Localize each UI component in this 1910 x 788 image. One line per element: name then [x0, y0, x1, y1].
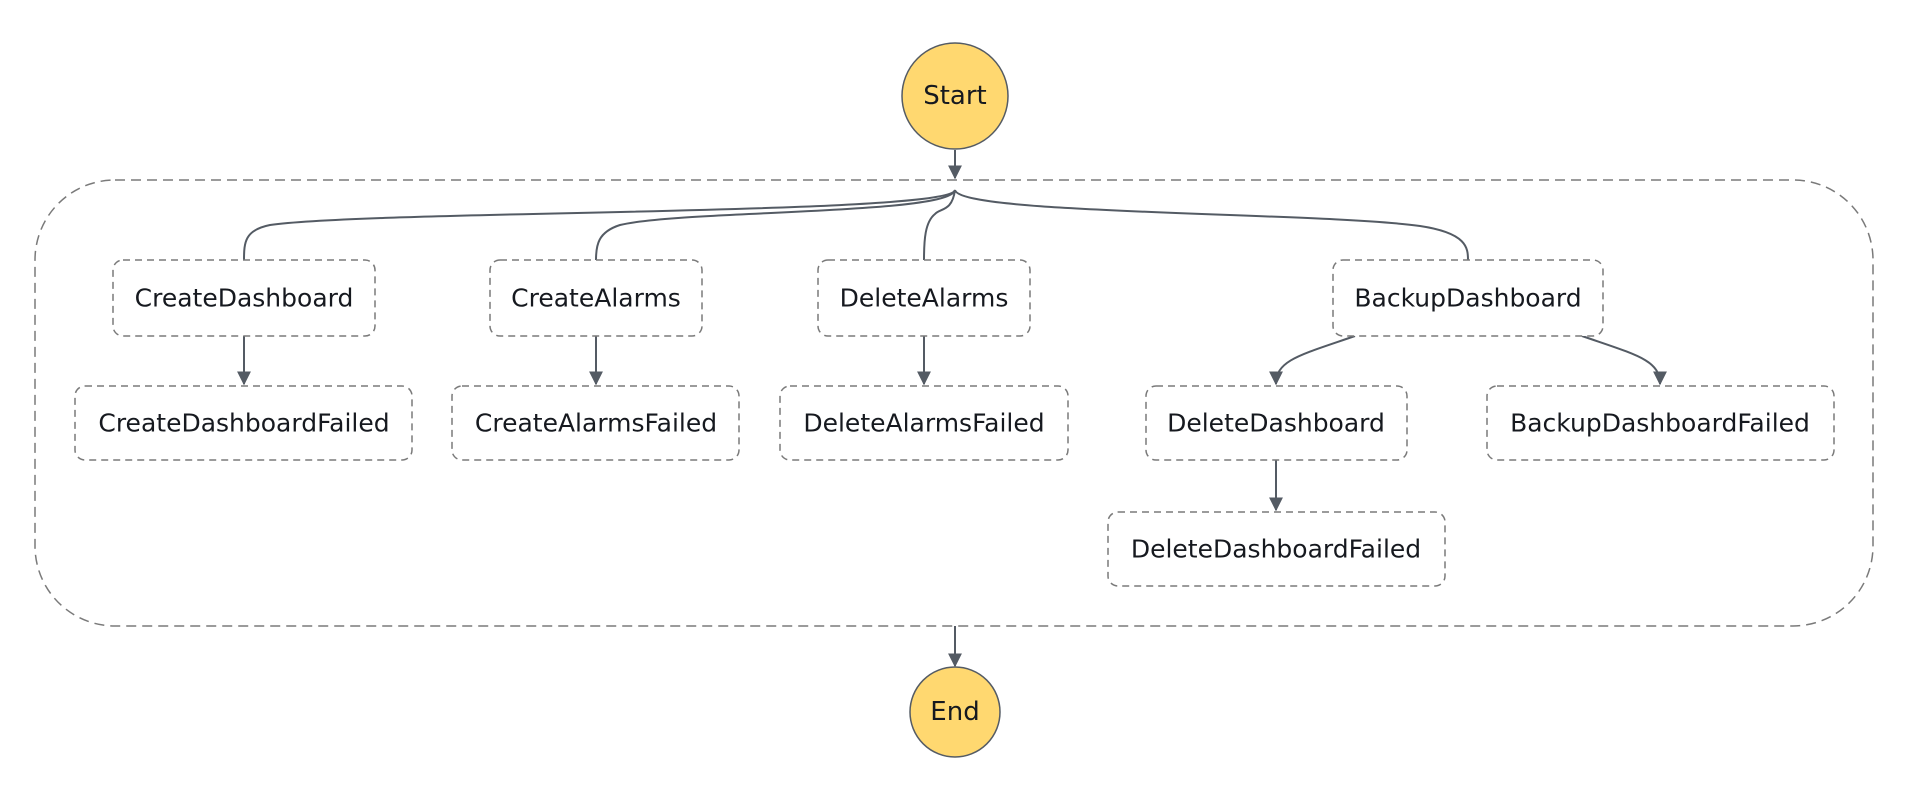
- state-label: DeleteDashboardFailed: [1131, 535, 1421, 564]
- state-box: [779, 385, 1069, 461]
- state-label: DeleteDashboard: [1167, 409, 1385, 438]
- state-box: [1486, 385, 1835, 461]
- edge-group-to-backup-dashboard: [954, 189, 1469, 261]
- state-box: [1145, 385, 1408, 461]
- state-delete-dashboard[interactable]: DeleteDashboard: [1145, 385, 1408, 461]
- end-circle: [909, 666, 1001, 758]
- state-box: [74, 385, 413, 461]
- state-label: DeleteAlarms: [840, 284, 1009, 313]
- state-box: [817, 259, 1031, 337]
- state-backup-dashboard-failed[interactable]: BackupDashboardFailed: [1486, 385, 1835, 461]
- state-label: CreateDashboard: [135, 284, 354, 313]
- state-create-alarms[interactable]: CreateAlarms: [489, 259, 703, 337]
- state-create-dashboard-failed[interactable]: CreateDashboardFailed: [74, 385, 413, 461]
- edges: [237, 150, 1667, 668]
- start-node[interactable]: Start: [901, 42, 1009, 150]
- start-label: Start: [923, 81, 987, 111]
- state-label: CreateAlarmsFailed: [475, 409, 717, 438]
- state-label: DeleteAlarmsFailed: [803, 409, 1044, 438]
- edge-backup-to-backup-failed: [1581, 335, 1667, 386]
- state-box: [451, 385, 740, 461]
- state-label: BackupDashboard: [1354, 284, 1581, 313]
- start-circle: [901, 42, 1009, 150]
- state-label: CreateAlarms: [511, 284, 681, 313]
- edge-group-to-create-alarms: [595, 189, 956, 261]
- state-create-dashboard[interactable]: CreateDashboard: [112, 259, 376, 337]
- state-backup-dashboard[interactable]: BackupDashboard: [1332, 259, 1604, 337]
- end-label: End: [930, 697, 979, 727]
- state-delete-dashboard-failed[interactable]: DeleteDashboardFailed: [1107, 511, 1446, 587]
- edge-group-to-create-dashboard: [243, 189, 956, 261]
- state-create-alarms-failed[interactable]: CreateAlarmsFailed: [451, 385, 740, 461]
- state-box: [1332, 259, 1604, 337]
- state-box: [1107, 511, 1446, 587]
- state-box: [112, 259, 376, 337]
- choice-group-container: [34, 179, 1874, 627]
- end-node[interactable]: End: [909, 666, 1001, 758]
- state-delete-alarms[interactable]: DeleteAlarms: [817, 259, 1031, 337]
- state-box: [489, 259, 703, 337]
- edge-backup-to-delete-dashboard: [1269, 335, 1356, 386]
- edge-group-to-delete-alarms: [923, 189, 956, 261]
- state-label: CreateDashboardFailed: [98, 409, 389, 438]
- state-delete-alarms-failed[interactable]: DeleteAlarmsFailed: [779, 385, 1069, 461]
- state-label: BackupDashboardFailed: [1510, 409, 1810, 438]
